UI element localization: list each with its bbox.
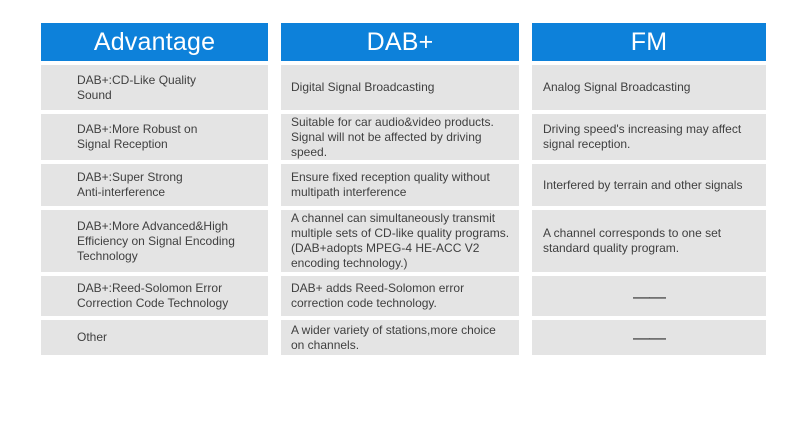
cell-advantage-row6: Other bbox=[41, 320, 268, 355]
column-header-dab: DAB+ bbox=[281, 23, 519, 61]
cell-advantage-row5: DAB+:Reed-Solomon Error Correction Code … bbox=[41, 276, 268, 316]
cell-fm-row5-dash: —— bbox=[532, 276, 766, 316]
cell-advantage-row1: DAB+:CD-Like Quality Sound bbox=[41, 65, 268, 110]
cell-fm-row6-dash: —— bbox=[532, 320, 766, 355]
cell-fm-row2: Driving speed's increasing may affect si… bbox=[532, 114, 766, 160]
column-header-fm: FM bbox=[532, 23, 766, 61]
cell-advantage-row4: DAB+:More Advanced&High Efficiency on Si… bbox=[41, 210, 268, 272]
cell-dab-row6: A wider variety of stations,more choice … bbox=[281, 320, 519, 355]
cell-dab-row2: Suitable for car audio&video products. S… bbox=[281, 114, 519, 160]
cell-dab-row3: Ensure fixed reception quality without m… bbox=[281, 164, 519, 206]
cell-fm-row1: Analog Signal Broadcasting bbox=[532, 65, 766, 110]
cell-dab-row5: DAB+ adds Reed-Solomon error correction … bbox=[281, 276, 519, 316]
cell-dab-row1: Digital Signal Broadcasting bbox=[281, 65, 519, 110]
cell-advantage-row2: DAB+:More Robust on Signal Reception bbox=[41, 114, 268, 160]
cell-fm-row3: Interfered by terrain and other signals bbox=[532, 164, 766, 206]
cell-advantage-row3: DAB+:Super Strong Anti-interference bbox=[41, 164, 268, 206]
cell-fm-row4: A channel corresponds to one set standar… bbox=[532, 210, 766, 272]
table-grid: Advantage DAB+ FM DAB+:CD-Like Quality S… bbox=[41, 23, 766, 355]
cell-dab-row4: A channel can simultaneously transmit mu… bbox=[281, 210, 519, 272]
column-header-advantage: Advantage bbox=[41, 23, 268, 61]
